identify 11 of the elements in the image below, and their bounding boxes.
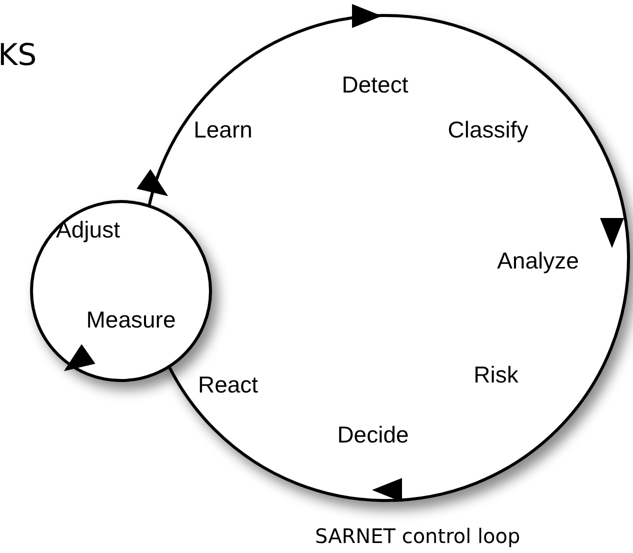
step-label: Classify (448, 116, 528, 144)
caption: SARNET control loop (315, 524, 520, 548)
step-label: Learn (194, 116, 252, 144)
heading-fragment: KS (0, 38, 37, 73)
step-label: Detect (342, 72, 408, 98)
step-label: Analyze (497, 248, 579, 274)
step-label: Decide (337, 422, 409, 448)
step-label: Risk (474, 362, 518, 388)
step-label: Adjust (56, 216, 120, 244)
step-label: React (198, 372, 258, 398)
step-label: Measure (86, 306, 176, 334)
